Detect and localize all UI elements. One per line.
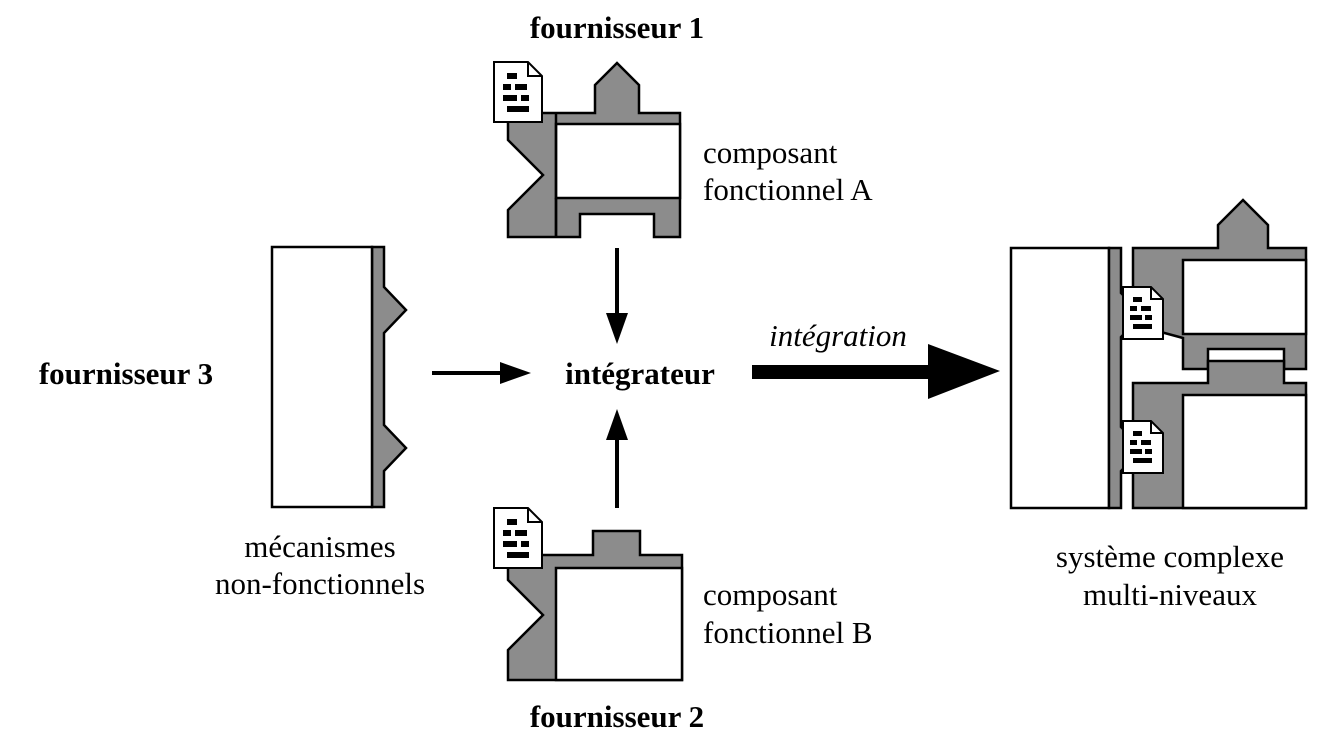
document-icon bbox=[1122, 286, 1164, 340]
supplier-3-label: fournisseur 3 bbox=[39, 356, 213, 391]
arrow-right-from-mechanisms bbox=[432, 362, 531, 384]
arrow-up-from-b bbox=[606, 409, 628, 508]
document-icon bbox=[493, 507, 543, 569]
component-b-label-line1: composant bbox=[703, 577, 838, 612]
mechanism-white-body bbox=[270, 245, 374, 509]
mechanisms-label-line1: mécanismes bbox=[244, 529, 396, 564]
component-b-white-body bbox=[554, 566, 684, 682]
component-a-white-body bbox=[554, 122, 682, 200]
integrator-label: intégrateur bbox=[565, 356, 715, 391]
non-functional-mechanisms-block bbox=[270, 245, 408, 509]
system-upper-module-body bbox=[1181, 258, 1308, 336]
document-icon bbox=[493, 61, 543, 123]
component-a bbox=[493, 61, 682, 239]
document-icon bbox=[1122, 420, 1164, 474]
system-label-line2: multi-niveaux bbox=[1083, 577, 1257, 612]
component-a-label-line1: composant bbox=[703, 135, 838, 170]
mechanisms-label-line2: non-fonctionnels bbox=[215, 566, 425, 601]
system-white-base bbox=[1009, 246, 1111, 510]
supplier-1-label: fournisseur 1 bbox=[530, 10, 704, 45]
system-label-line1: système complexe bbox=[1056, 539, 1284, 574]
component-b-label-line2: fonctionnel B bbox=[703, 615, 873, 650]
component-b bbox=[493, 507, 684, 682]
system-lower-module-body bbox=[1181, 393, 1308, 510]
supplier-2-label: fournisseur 2 bbox=[530, 699, 704, 733]
integration-label: intégration bbox=[769, 318, 907, 353]
mechanism-gray-strip bbox=[370, 245, 408, 509]
integration-arrow bbox=[752, 344, 1000, 399]
arrow-down-from-a bbox=[606, 248, 628, 344]
complex-system bbox=[1009, 198, 1308, 510]
component-a-label-line2: fonctionnel A bbox=[703, 172, 873, 207]
